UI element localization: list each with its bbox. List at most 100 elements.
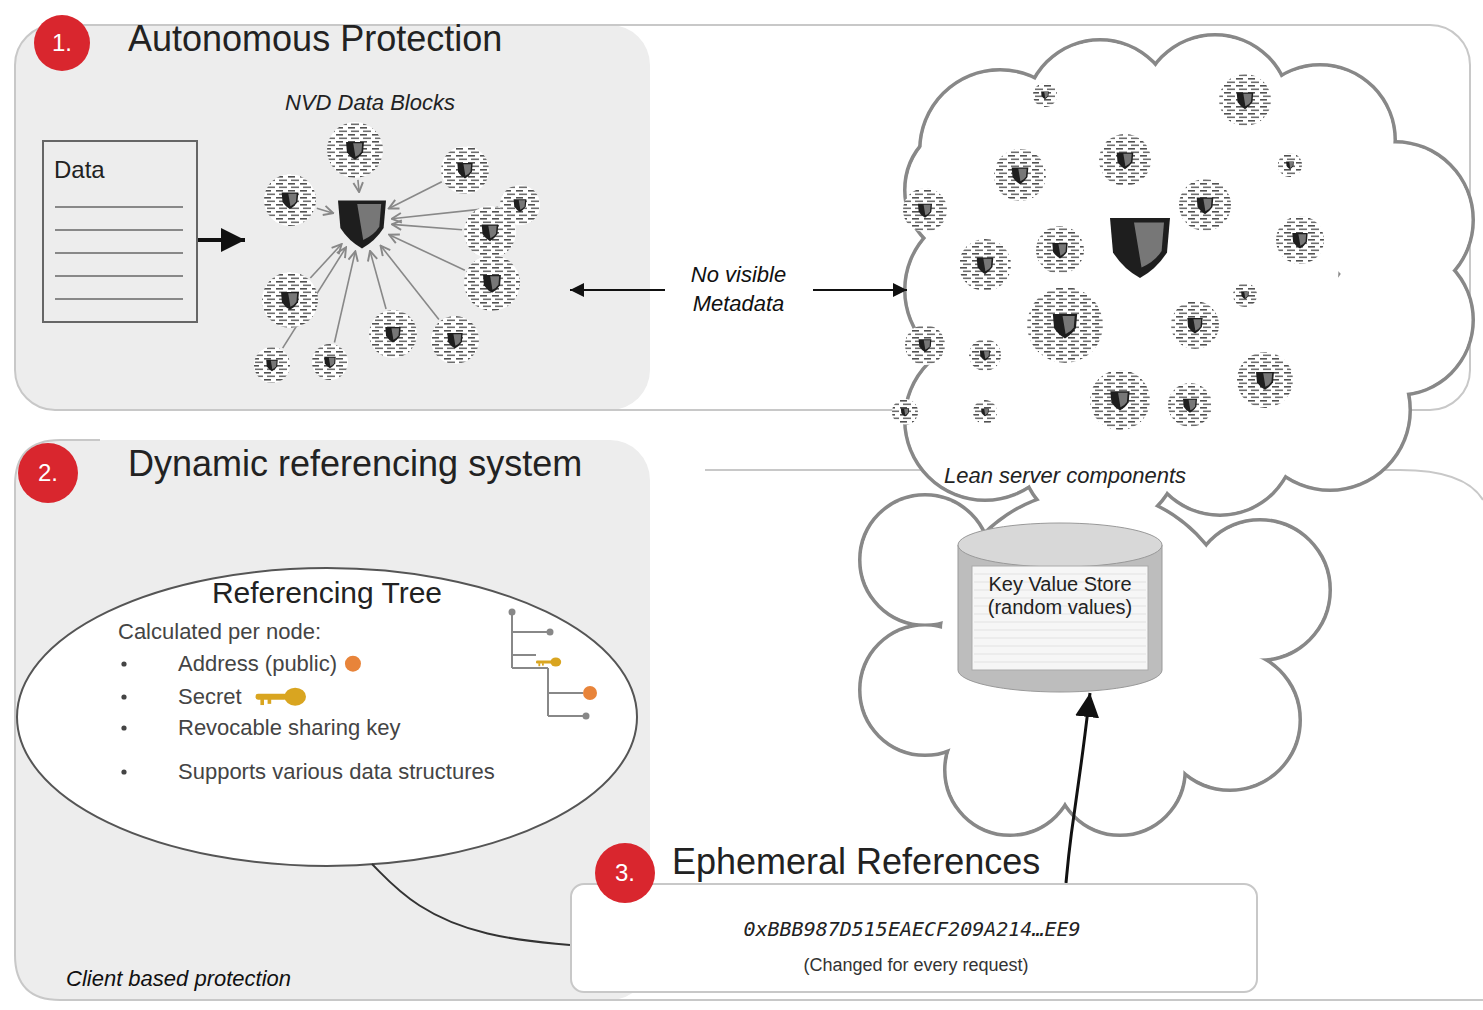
connector — [1066, 693, 1090, 883]
shield-icon — [918, 204, 932, 218]
reference-box: Ephemeral References0xBBB987D515EAECF209… — [570, 883, 1258, 993]
node-heading: Data — [54, 156, 105, 184]
region-outline — [15, 440, 1483, 1000]
data-block — [959, 239, 1011, 291]
pointer-line — [334, 251, 355, 342]
shield-icon — [1197, 198, 1214, 215]
node-text: (Changed for every request) — [803, 955, 1028, 976]
shield-icon — [1256, 372, 1274, 390]
panel-ground — [15, 440, 650, 1000]
bullet-dot — [121, 694, 126, 699]
shield-icon — [324, 357, 336, 369]
data-block — [903, 188, 947, 232]
shield-icon — [1286, 162, 1294, 170]
bullet-dot — [121, 725, 126, 730]
pointer-line — [370, 251, 386, 309]
server-cloud: Lean server componentsKey Value Store (r… — [835, 35, 1483, 835]
data-document: Data — [42, 140, 198, 323]
data-block — [464, 255, 520, 311]
data-block — [264, 174, 316, 226]
tree-icon — [509, 609, 598, 720]
referencing-ellipse-outline — [17, 568, 637, 866]
shield-icon — [1237, 93, 1254, 110]
shield-icon — [1052, 243, 1067, 258]
data-block — [905, 325, 945, 365]
shield-icon — [483, 275, 501, 293]
node-text: Supports various data structures — [178, 759, 495, 784]
data-block — [1036, 226, 1084, 274]
shield-icon — [338, 200, 386, 248]
node-text: Secret — [178, 684, 242, 709]
shield-icon — [514, 199, 527, 212]
pointer-line — [358, 180, 359, 192]
pointer-line — [389, 182, 442, 209]
note-text: Client based protection — [66, 966, 291, 992]
data-block — [1171, 301, 1219, 349]
data-block — [969, 339, 1001, 371]
document-line — [55, 229, 183, 230]
shield-icon — [1241, 292, 1249, 300]
shield-icon — [1041, 92, 1049, 100]
shield-icon — [977, 258, 994, 275]
pointer-line — [392, 224, 462, 229]
key-icon — [256, 688, 306, 706]
node-text: 0xBBB987D515EAECF209A214…EE9 — [743, 918, 1080, 941]
document-line — [55, 298, 183, 299]
node-heading: Lean server components — [944, 463, 1186, 488]
shield-icon — [1053, 314, 1077, 338]
data-block — [1027, 287, 1103, 363]
data-block — [312, 344, 348, 380]
bullet-dot — [121, 661, 126, 666]
region-panel: Dynamic referencing systemReferencing Tr… — [15, 440, 650, 1000]
data-block — [262, 272, 318, 328]
shield-icon — [901, 408, 909, 416]
data-block — [464, 206, 516, 258]
node-text: Calculated per node: — [118, 619, 321, 644]
shield-icon — [1012, 168, 1029, 185]
node-text: Revocable sharing key — [178, 715, 401, 740]
data-block — [1168, 383, 1212, 427]
shield-icon — [346, 142, 364, 160]
data-block — [1278, 153, 1302, 177]
shield-icon — [1187, 318, 1202, 333]
data-block — [1090, 370, 1150, 430]
address-dot — [345, 656, 361, 672]
shield-icon — [1183, 399, 1197, 413]
database-cylinder — [958, 523, 1162, 692]
shield-icon — [1110, 391, 1129, 410]
callout-number: 2. — [18, 443, 78, 503]
connector — [372, 864, 570, 945]
callout-number: 3. — [595, 843, 655, 903]
shield-icon — [981, 409, 989, 417]
node-heading: Key Value Store (random values) — [975, 573, 1145, 619]
shield-icon — [281, 292, 299, 310]
shield-icon — [482, 225, 499, 242]
data-block — [1276, 216, 1324, 264]
shield-icon — [919, 339, 932, 352]
shield-icon — [385, 327, 400, 342]
pointer-line — [389, 235, 465, 271]
node-heading: NVD Data Blocks — [285, 90, 455, 115]
data-block — [994, 149, 1046, 201]
server-cloud — [860, 35, 1473, 835]
document-line — [55, 206, 183, 207]
edge-label: No visible Metadata — [665, 259, 813, 320]
node-heading: Dynamic referencing system — [128, 443, 582, 484]
shield-icon — [282, 193, 299, 210]
node-text: Address (public) — [178, 651, 337, 676]
pointer-line — [381, 246, 439, 320]
data-block — [1233, 283, 1257, 307]
connector — [198, 238, 245, 242]
key-value-store: Key Value Store (random values) — [958, 523, 1162, 693]
referencing-ellipse: Referencing TreeCalculated per node:Addr… — [17, 568, 637, 866]
shield-icon — [980, 350, 990, 360]
shield-icon — [447, 333, 462, 348]
data-block — [1099, 134, 1151, 186]
region-panel: Autonomous ProtectionDataNVD Data Blocks — [15, 25, 650, 410]
data-block — [254, 347, 290, 383]
data-block — [1033, 83, 1057, 107]
shield-icon — [1117, 153, 1134, 170]
document-line — [55, 275, 183, 276]
data-block — [892, 399, 918, 425]
callout-number: 1. — [34, 15, 90, 71]
